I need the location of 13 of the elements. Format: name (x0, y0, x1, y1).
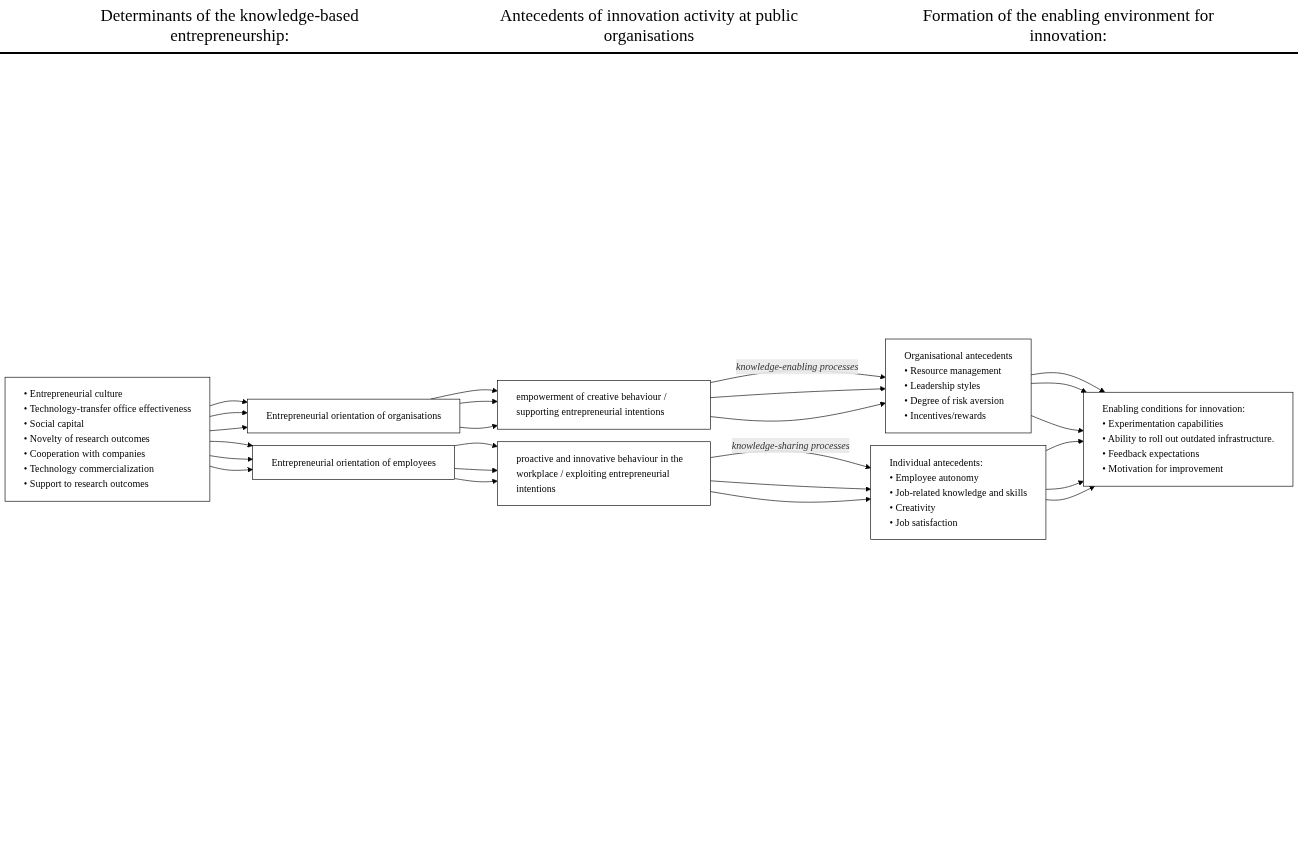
node-box: • Entrepreneurial culture • Technology-transfer office effectiveness • Social capital • Novelty of research outcomes • Cooperation with companies • Technology commercialization • Support to research outcomes (4, 376, 211, 502)
node-box: empowerment of creative behaviour / supporting entrepreneurial intentions (497, 379, 711, 430)
node-box: Individual antecedents: • Employee autonomy • Job-related knowledge and skills • Creativity • Job satisfaction (870, 444, 1047, 540)
edge-label: knowledge-enabling processes (736, 360, 859, 372)
node-box: Entrepreneurial orientation of organisations (247, 398, 461, 434)
column-heading: Antecedents of innovation activity at public organisations (499, 6, 799, 46)
node-box: Entrepreneurial orientation of employees (252, 444, 455, 480)
node-box: Enabling conditions for innovation: • Experimentation capabilities • Ability to roll out outdated infrastructure. • Feedback expectations • Motivation for improvement (1083, 391, 1294, 487)
column-heading: Determinants of the knowledge-based entrepreneurship: (99, 6, 360, 46)
node-box: proactive and innovative behaviour in the workplace / exploiting entrepreneurial intentions (497, 441, 711, 506)
column-heading: Formation of the enabling environment for innovation: (921, 6, 1215, 46)
edge-label: knowledge-sharing processes (731, 439, 850, 451)
node-box: Organisational antecedents • Resource management • Leadership styles • Degree of risk aversion • Incentives/rewards (885, 338, 1032, 434)
